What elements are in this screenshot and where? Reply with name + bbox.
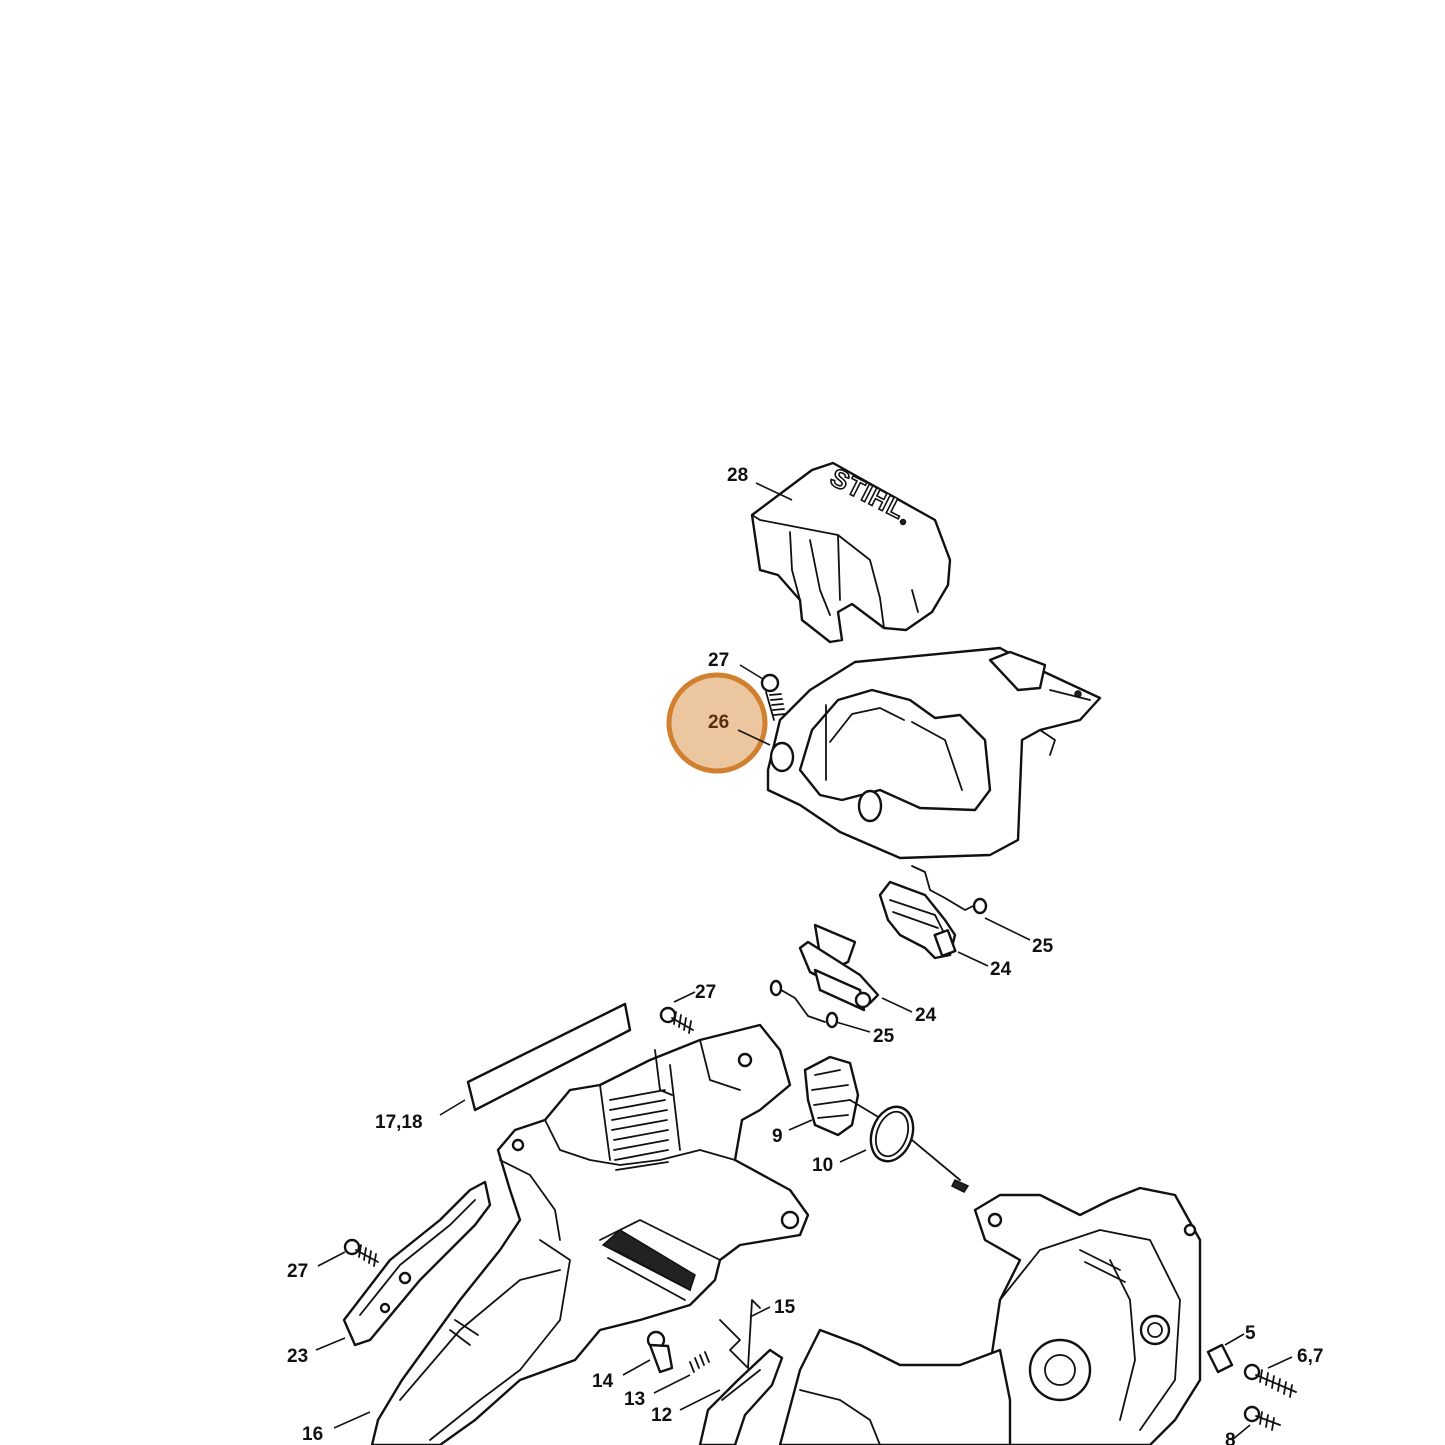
callout-17-18[interactable]: 17,18 bbox=[375, 1112, 423, 1133]
callout-24-mid[interactable]: 24 bbox=[915, 1005, 937, 1026]
part-side-cover[interactable] bbox=[778, 1328, 1012, 1445]
part-25-spring-mid[interactable] bbox=[769, 979, 839, 1029]
callout-6-7[interactable]: 6,7 bbox=[1297, 1346, 1323, 1367]
callout-14[interactable]: 14 bbox=[592, 1371, 614, 1392]
callout-27-left[interactable]: 27 bbox=[287, 1261, 308, 1282]
callout-9[interactable]: 9 bbox=[772, 1126, 783, 1147]
part-17-18-decal[interactable] bbox=[466, 1002, 632, 1112]
part-27-screw-top[interactable] bbox=[760, 673, 786, 721]
leader-lines bbox=[315, 482, 1293, 1441]
part-26-handle-housing[interactable] bbox=[766, 646, 1102, 860]
callout-27-mid[interactable]: 27 bbox=[695, 982, 716, 1003]
part-5-plug[interactable] bbox=[1206, 1343, 1234, 1374]
callout-28[interactable]: 28 bbox=[727, 465, 748, 486]
callout-8[interactable]: 8 bbox=[1225, 1430, 1236, 1445]
callout-24-right[interactable]: 24 bbox=[990, 959, 1012, 980]
part-23-guard[interactable] bbox=[342, 1180, 492, 1347]
part-14-lock[interactable] bbox=[646, 1330, 674, 1374]
part-9-gear[interactable] bbox=[803, 1055, 970, 1193]
part-12-trigger[interactable] bbox=[698, 1348, 784, 1445]
part-8-bolt[interactable] bbox=[1243, 1405, 1281, 1431]
callout-10[interactable]: 10 bbox=[812, 1155, 833, 1176]
callout-27-top[interactable]: 27 bbox=[708, 650, 729, 671]
part-27-screw-left[interactable] bbox=[343, 1238, 379, 1267]
part-15-wire[interactable] bbox=[719, 1299, 761, 1369]
callout-13[interactable]: 13 bbox=[624, 1389, 645, 1410]
part-25-spring-upper[interactable] bbox=[911, 865, 988, 915]
callout-16[interactable]: 16 bbox=[302, 1424, 323, 1445]
callout-labels: 28 27 26 25 24 24 25 27 17,18 9 10 27 23… bbox=[287, 465, 1323, 1445]
callout-15[interactable]: 15 bbox=[774, 1297, 796, 1318]
part-28-cover[interactable]: STIHL bbox=[750, 461, 952, 644]
callout-25-right[interactable]: 25 bbox=[1032, 936, 1054, 957]
part-main-handle-frame[interactable] bbox=[370, 1023, 810, 1445]
part-13-spring[interactable] bbox=[689, 1351, 710, 1373]
part-6-7-bolt[interactable] bbox=[1243, 1363, 1297, 1398]
callout-25-mid[interactable]: 25 bbox=[873, 1026, 895, 1047]
highlight-circle[interactable] bbox=[666, 672, 768, 774]
part-10-o-ring[interactable] bbox=[864, 1101, 921, 1167]
callout-26[interactable]: 26 bbox=[708, 712, 729, 733]
part-24-trigger-mid[interactable] bbox=[798, 923, 880, 1012]
part-27-screw-mid[interactable] bbox=[659, 1006, 694, 1034]
part-motor-housing[interactable] bbox=[973, 1186, 1202, 1445]
callout-12[interactable]: 12 bbox=[651, 1405, 672, 1426]
callout-23[interactable]: 23 bbox=[287, 1346, 308, 1367]
part-24-lever-upper[interactable] bbox=[878, 880, 957, 960]
callout-5[interactable]: 5 bbox=[1245, 1323, 1256, 1344]
